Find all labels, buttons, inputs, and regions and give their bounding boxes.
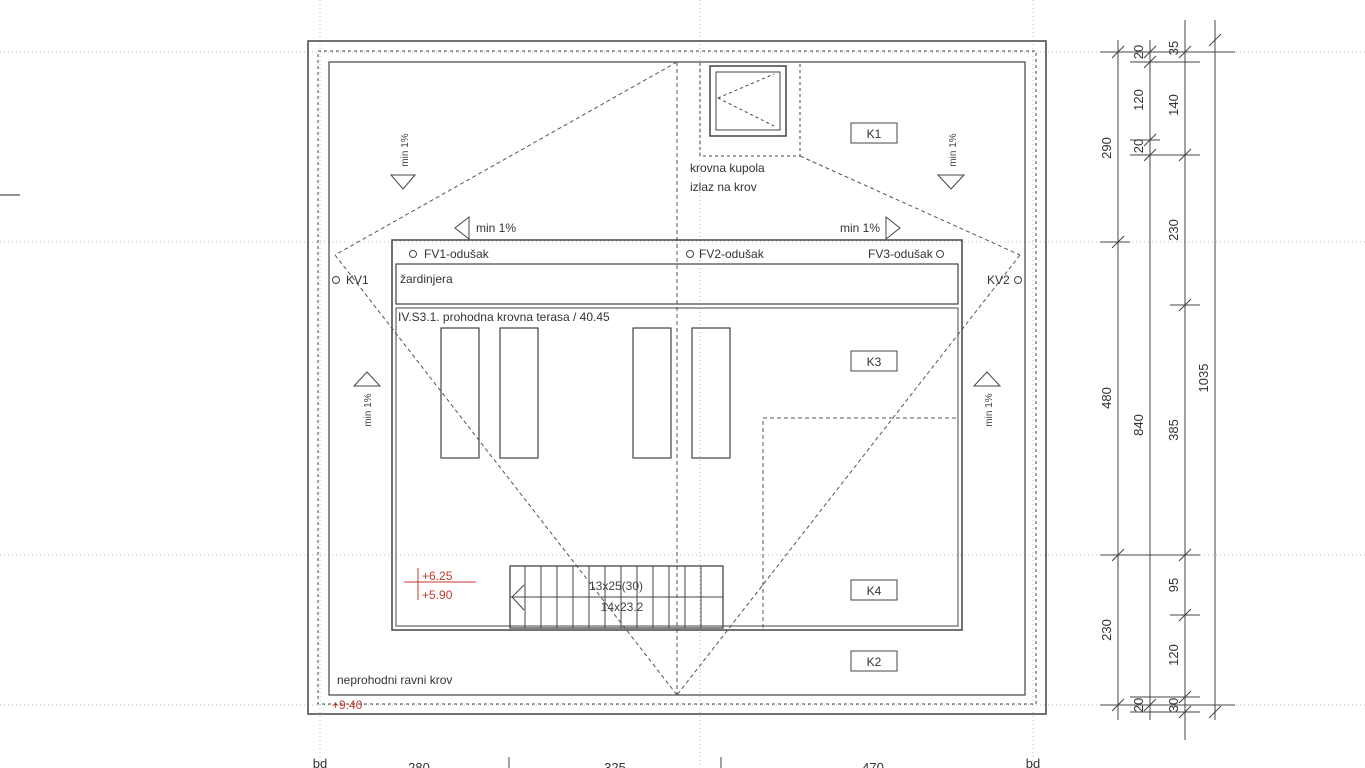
tag-k2: K2 [867,655,882,669]
level-upper: +6.25 [422,569,453,583]
stairs-label-1: 13x25(30) [589,579,643,593]
skylights [440,327,731,459]
roof-level: +9.40 [332,698,363,712]
tag-k4: K4 [867,584,882,598]
dim-140: 140 [1166,94,1181,116]
dim-280: 280 [408,760,430,768]
dim-bd-right: bd [1026,756,1040,768]
dim-120: 120 [1131,89,1146,111]
dim-325: 325 [604,760,626,768]
dim-1035: 1035 [1196,364,1211,393]
dim-95: 95 [1166,578,1181,592]
vent-fv2: FV2-odušak [699,247,765,261]
slope-arrows [352,174,1002,387]
slope-label-center-right: min 1% [840,221,880,235]
stairs-label-2: 14x23.2 [601,600,644,614]
tag-k3: K3 [867,355,882,369]
drain-kv1: KV1 [346,273,369,287]
dim-480: 480 [1099,387,1114,409]
terrace-area [391,239,963,631]
room-tags [850,122,898,672]
dim-230-bottom: 230 [1099,619,1114,641]
level-marker [404,568,476,600]
dim-35: 35 [1166,41,1181,55]
dimension-lines-right [1100,20,1235,740]
planter-label: žardinjera [400,272,453,286]
tag-k1: K1 [867,127,882,141]
slope-label-right-top: min 1% [948,133,959,166]
dim-840: 840 [1131,414,1146,436]
dim-bd-left: bd [313,756,327,768]
dimension-lines-bottom [508,757,722,768]
dim-120-bottom: 120 [1166,644,1181,666]
dim-30: 30 [1166,698,1181,712]
dim-20-mid: 20 [1131,139,1146,153]
stairs [509,565,724,629]
slope-label-left-top: min 1% [400,133,411,166]
slope-label-center-left: min 1% [476,221,516,235]
dome-label: krovna kupola [690,161,765,175]
vent-fv3: FV3-odušak [868,247,934,261]
dim-385: 385 [1166,419,1181,441]
dim-470: 470 [862,760,884,768]
dim-290: 290 [1099,137,1114,159]
terrace-label: IV.S3.1. prohodna krovna terasa / 40.45 [398,310,610,324]
roof-dome [699,61,801,157]
vent-fv1: FV1-odušak [424,247,490,261]
slope-label-right: min 1% [984,393,995,426]
slope-label-left: min 1% [363,393,374,426]
roof-label: neprohodni ravni krov [337,673,452,687]
level-lower: +5.90 [422,588,453,602]
vent-markers [332,250,1022,284]
exit-label: izlaz na krov [690,180,757,194]
drain-kv2: KV2 [987,273,1010,287]
dim-20-top: 20 [1131,45,1146,59]
dim-230-top: 230 [1166,219,1181,241]
dim-20-bottom: 20 [1131,698,1146,712]
